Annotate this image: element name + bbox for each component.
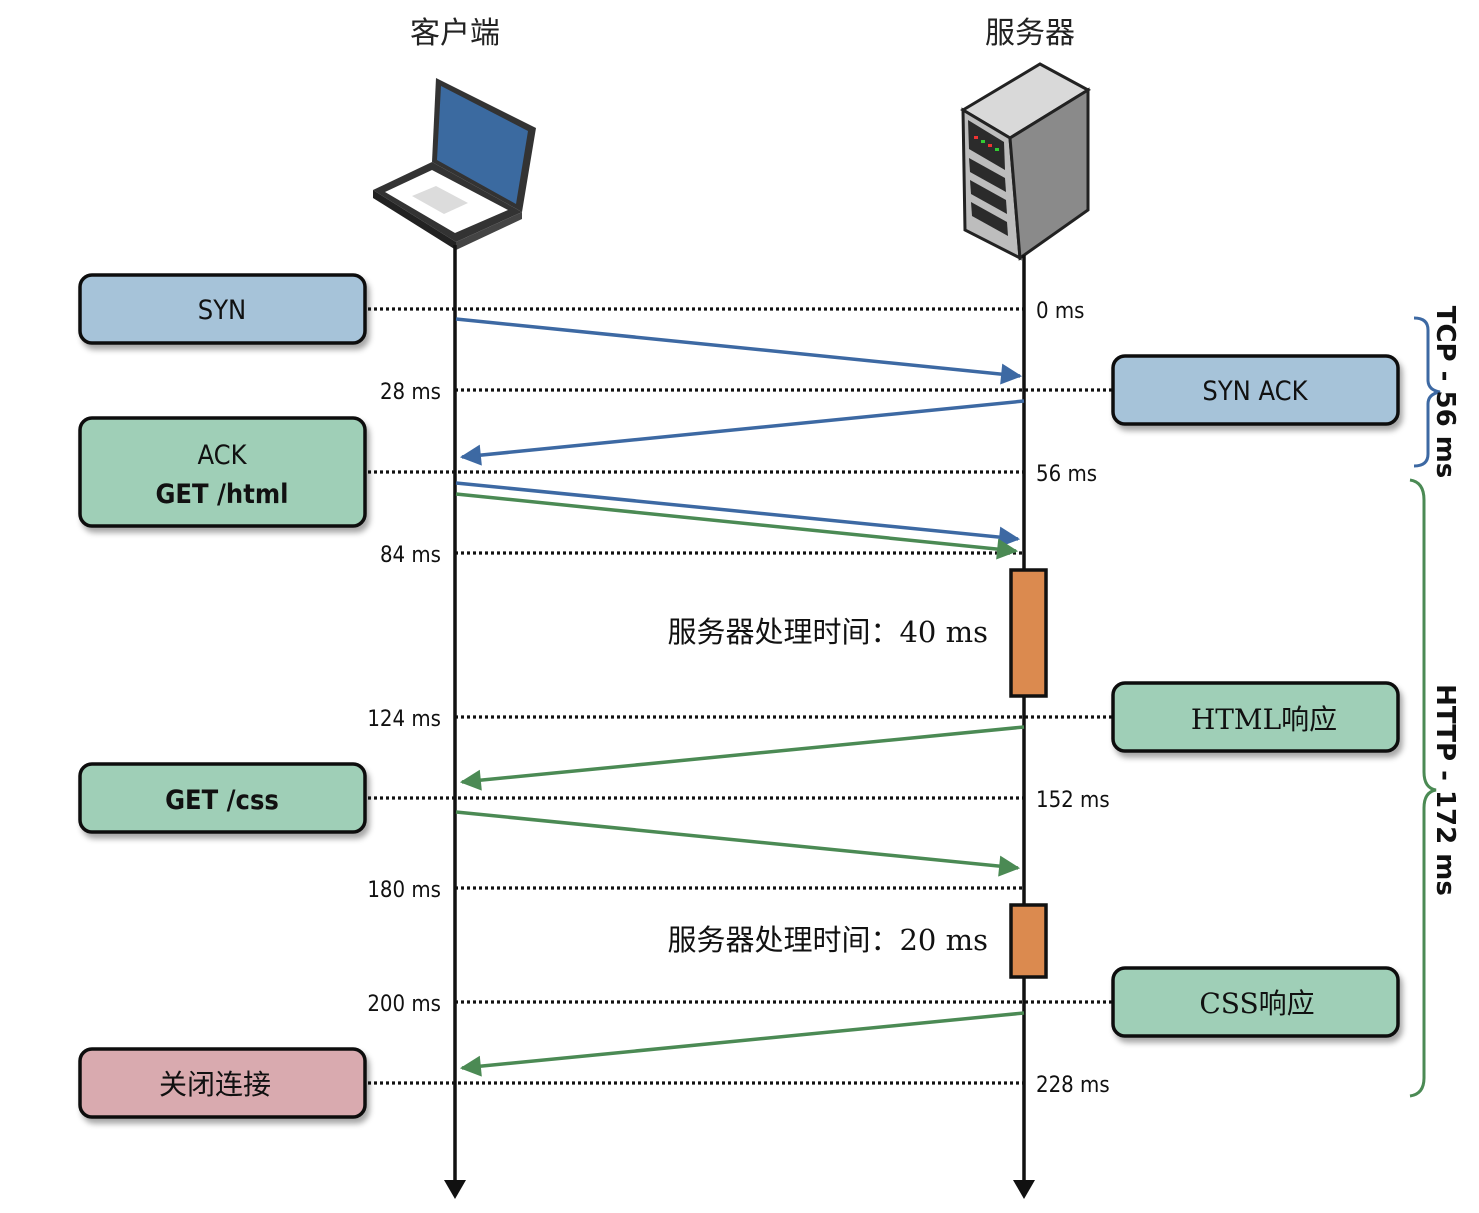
close-connection-label: 关闭连接 (159, 1068, 271, 1101)
timestamp-180ms: 180 ms (367, 878, 441, 903)
client-caption: 客户端 (410, 16, 500, 51)
timestamp-228ms: 228 ms (1036, 1073, 1110, 1098)
timestamp-56ms: 56 ms (1036, 462, 1097, 487)
timestamp-152ms: 152 ms (1036, 788, 1110, 813)
get-css-arrow (455, 810, 1021, 877)
html-response-label: HTML响应 (1191, 703, 1337, 736)
timestamp-0ms: 0 ms (1036, 299, 1084, 324)
server-lifeline-arrowhead (1013, 1180, 1035, 1199)
css-response-arrow (459, 1011, 1025, 1077)
http-phase-label: HTTP - 172 ms (1430, 684, 1460, 896)
get-html-arrow (455, 492, 1019, 560)
get-css-box (78, 762, 367, 834)
processing-bar-css (1009, 903, 1048, 979)
css-response-box (1111, 966, 1400, 1038)
processing-bar-html (1009, 568, 1048, 698)
syn-label: SYN (198, 295, 246, 326)
ack-label: ACK (197, 440, 247, 471)
html-response-arrow (459, 725, 1025, 791)
processing-time-css: 服务器处理时间：20 ms (667, 923, 988, 957)
css-response-label: CSS响应 (1199, 987, 1314, 1020)
http-phase-brace (1409, 478, 1437, 1098)
client-lifeline-arrowhead (444, 1180, 466, 1199)
ack-arrow (455, 481, 1021, 548)
syn-ack-box (1111, 354, 1400, 426)
timestamp-200ms: 200 ms (367, 992, 441, 1017)
server-caption: 服务器 (985, 16, 1075, 51)
timestamp-124ms: 124 ms (367, 707, 441, 732)
tcp-phase-brace (1413, 316, 1441, 468)
timestamp-28ms: 28 ms (380, 380, 441, 405)
syn-arrow (455, 317, 1023, 385)
syn-ack-arrow (459, 399, 1025, 466)
close-connection-box (78, 1047, 367, 1119)
syn-box (78, 273, 367, 345)
laptop-icon (373, 78, 536, 250)
get-html-label: GET /html (156, 479, 289, 510)
timestamp-84ms: 84 ms (380, 543, 441, 568)
processing-time-html: 服务器处理时间：40 ms (667, 615, 988, 649)
get-css-label: GET /css (165, 785, 279, 816)
html-response-box (1111, 681, 1400, 753)
tcp-phase-label: TCP - 56 ms (1430, 306, 1460, 479)
ack-get-html-box (78, 416, 367, 528)
syn-ack-label: SYN ACK (1202, 376, 1308, 407)
server-tower-icon (960, 62, 1091, 261)
